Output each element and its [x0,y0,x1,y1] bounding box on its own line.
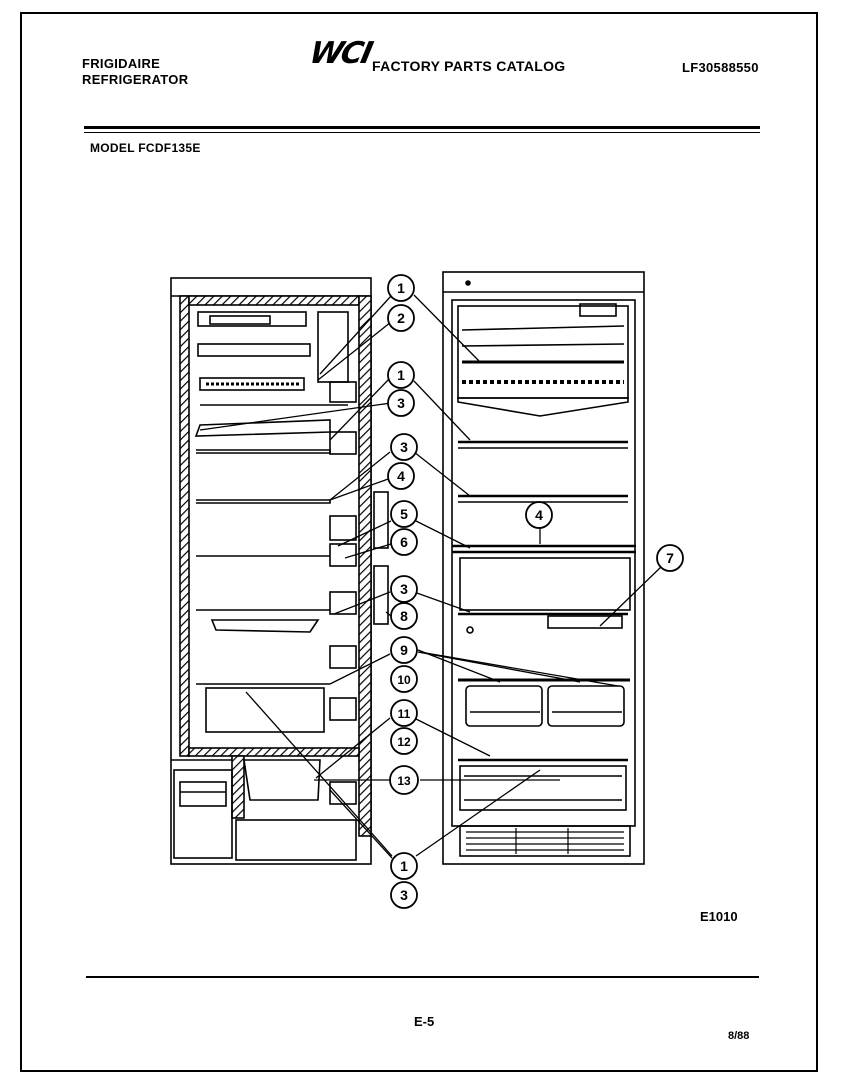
callout-circle [387,361,415,389]
callout-circle [389,765,419,795]
callout-number: 12 [397,735,411,749]
insulated-floor [188,747,360,757]
callout-number: 6 [400,534,408,550]
callout-number: 9 [400,642,408,658]
callout-number: 4 [397,468,405,484]
callout-circle [387,389,415,417]
catalog-title: FACTORY PARTS CATALOG [372,58,566,74]
callout-number: 1 [400,858,408,874]
callout-circle [390,665,418,693]
callout-circle [390,602,418,630]
insulated-top-wall [188,295,360,306]
callout-number: 4 [535,507,543,523]
callout-circle [390,852,418,880]
callout-circle [387,304,415,332]
insulated-back-wall [179,295,190,757]
callout-number: 11 [398,707,411,721]
callout-circles [387,274,684,909]
catalog-number: LF30588550 [682,60,759,75]
callout-numbers: 1 2 1 3 3 4 4 5 6 7 3 8 9 10 11 12 13 1 … [397,280,674,903]
callout-circle [390,881,418,909]
bottom-pan [459,765,627,811]
callout-number: 8 [400,608,408,624]
callout-circle [390,699,418,727]
page-border [20,12,818,1072]
callout-circle [390,727,418,755]
crisper-drawer-right [547,685,625,727]
crisper-drawer-left [465,685,543,727]
footer-rule [86,976,759,978]
model-label: MODEL FCDF135E [90,141,201,155]
callout-number: 3 [400,439,408,455]
callout-number: 1 [397,367,405,383]
callout-number: 10 [397,673,411,687]
callout-number: 2 [397,310,405,326]
callout-circle [390,528,418,556]
brand-name: FRIGIDAIRE [82,56,161,71]
page-number: E-5 [414,1014,435,1029]
callout-circle [387,462,415,490]
toe-grille [459,825,631,857]
header-rule-thick [84,126,760,129]
side-section-view [170,277,389,865]
crisper-drawer-side [205,687,325,733]
callout-number: 3 [400,887,408,903]
brand-block: FRIGIDAIRE REFRIGERATOR [82,56,188,88]
callout-number: 1 [397,280,405,296]
insulated-door [358,295,372,837]
front-view [442,271,645,865]
callout-circle [390,433,418,461]
callout-number: 3 [397,395,405,411]
product-type: REFRIGERATOR [82,72,189,87]
cabinet-front [442,271,645,865]
header-rule-thin [84,132,760,133]
callout-number: 5 [400,506,408,522]
leader-lines [199,294,663,859]
cabinet-outline [170,277,372,865]
callout-circle [656,544,684,572]
callout-number: 13 [397,774,411,788]
callout-number: 3 [400,581,408,597]
callout-circle [390,636,418,664]
revision-date: 8/88 [728,1030,750,1042]
callout-circle [525,501,553,529]
callout-circle [387,274,415,302]
callout-circle [390,500,418,528]
figure-code: E1010 [700,909,738,924]
callout-circle [390,575,418,603]
callout-number: 7 [666,550,674,566]
